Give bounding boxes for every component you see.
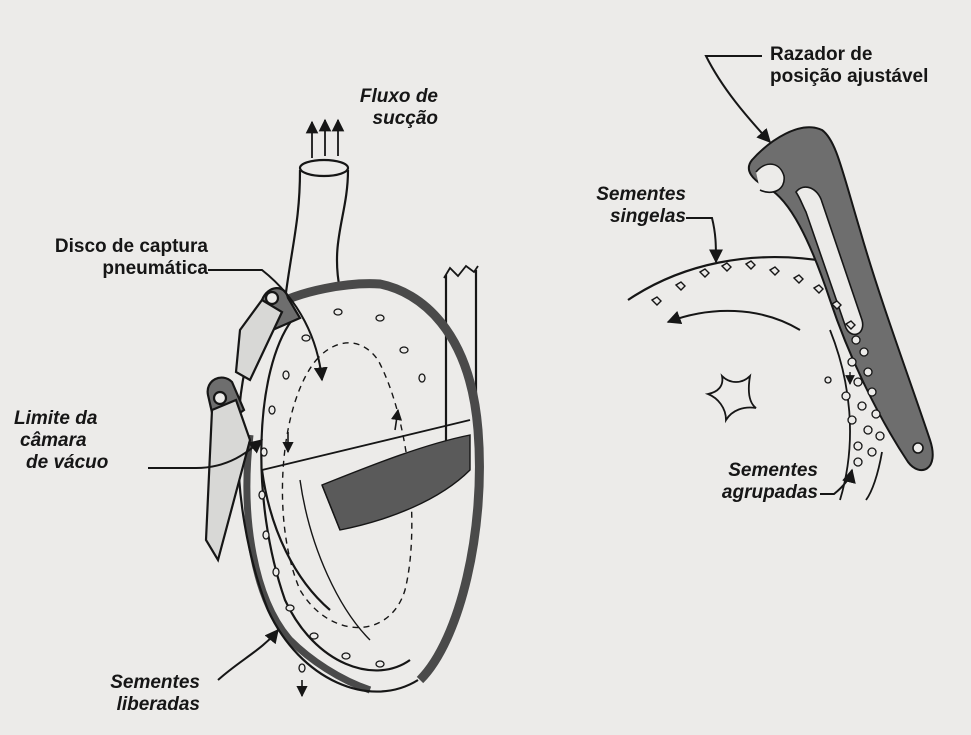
adjustable-scraper-label: Razador de posição ajustável xyxy=(770,44,968,88)
single-seeds-line-1: Sementes xyxy=(556,184,686,206)
pneumatic-meter-illustration xyxy=(206,120,479,696)
suction-flow-line-2: sucção xyxy=(308,108,438,130)
vacuum-limit-label: Limite da câmara de vácuo xyxy=(14,408,164,474)
suction-flow-line-1: Fluxo de xyxy=(308,86,438,108)
vacuum-limit-line-2: câmara xyxy=(14,430,164,452)
released-seeds-line-1: Sementes xyxy=(58,672,200,694)
vacuum-limit-line-1: Limite da xyxy=(14,408,164,430)
capture-disc-line-2: pneumática xyxy=(12,258,208,280)
released-seeds-label: Sementes liberadas xyxy=(58,672,200,716)
adjustable-scraper-line-2: posição ajustável xyxy=(770,66,968,88)
single-seeds-line-2: singelas xyxy=(556,206,686,228)
capture-disc-label: Disco de captura pneumática xyxy=(12,236,208,280)
capture-disc-line-1: Disco de captura xyxy=(12,236,208,258)
suction-flow-label: Fluxo de sucção xyxy=(308,86,438,130)
seed-pile xyxy=(322,435,470,530)
suction-tube xyxy=(285,160,348,300)
released-seeds-line-2: liberadas xyxy=(58,694,200,716)
grouped-seeds-label: Sementes agrupadas xyxy=(672,460,818,504)
grouped-seeds-line-1: Sementes xyxy=(672,460,818,482)
single-seeds-label: Sementes singelas xyxy=(556,184,686,228)
disc-hub xyxy=(708,376,756,420)
adjustable-scraper-line-1: Razador de xyxy=(770,44,968,66)
vacuum-limit-line-3: de vácuo xyxy=(14,452,164,474)
grouped-seeds-line-2: agrupadas xyxy=(672,482,818,504)
